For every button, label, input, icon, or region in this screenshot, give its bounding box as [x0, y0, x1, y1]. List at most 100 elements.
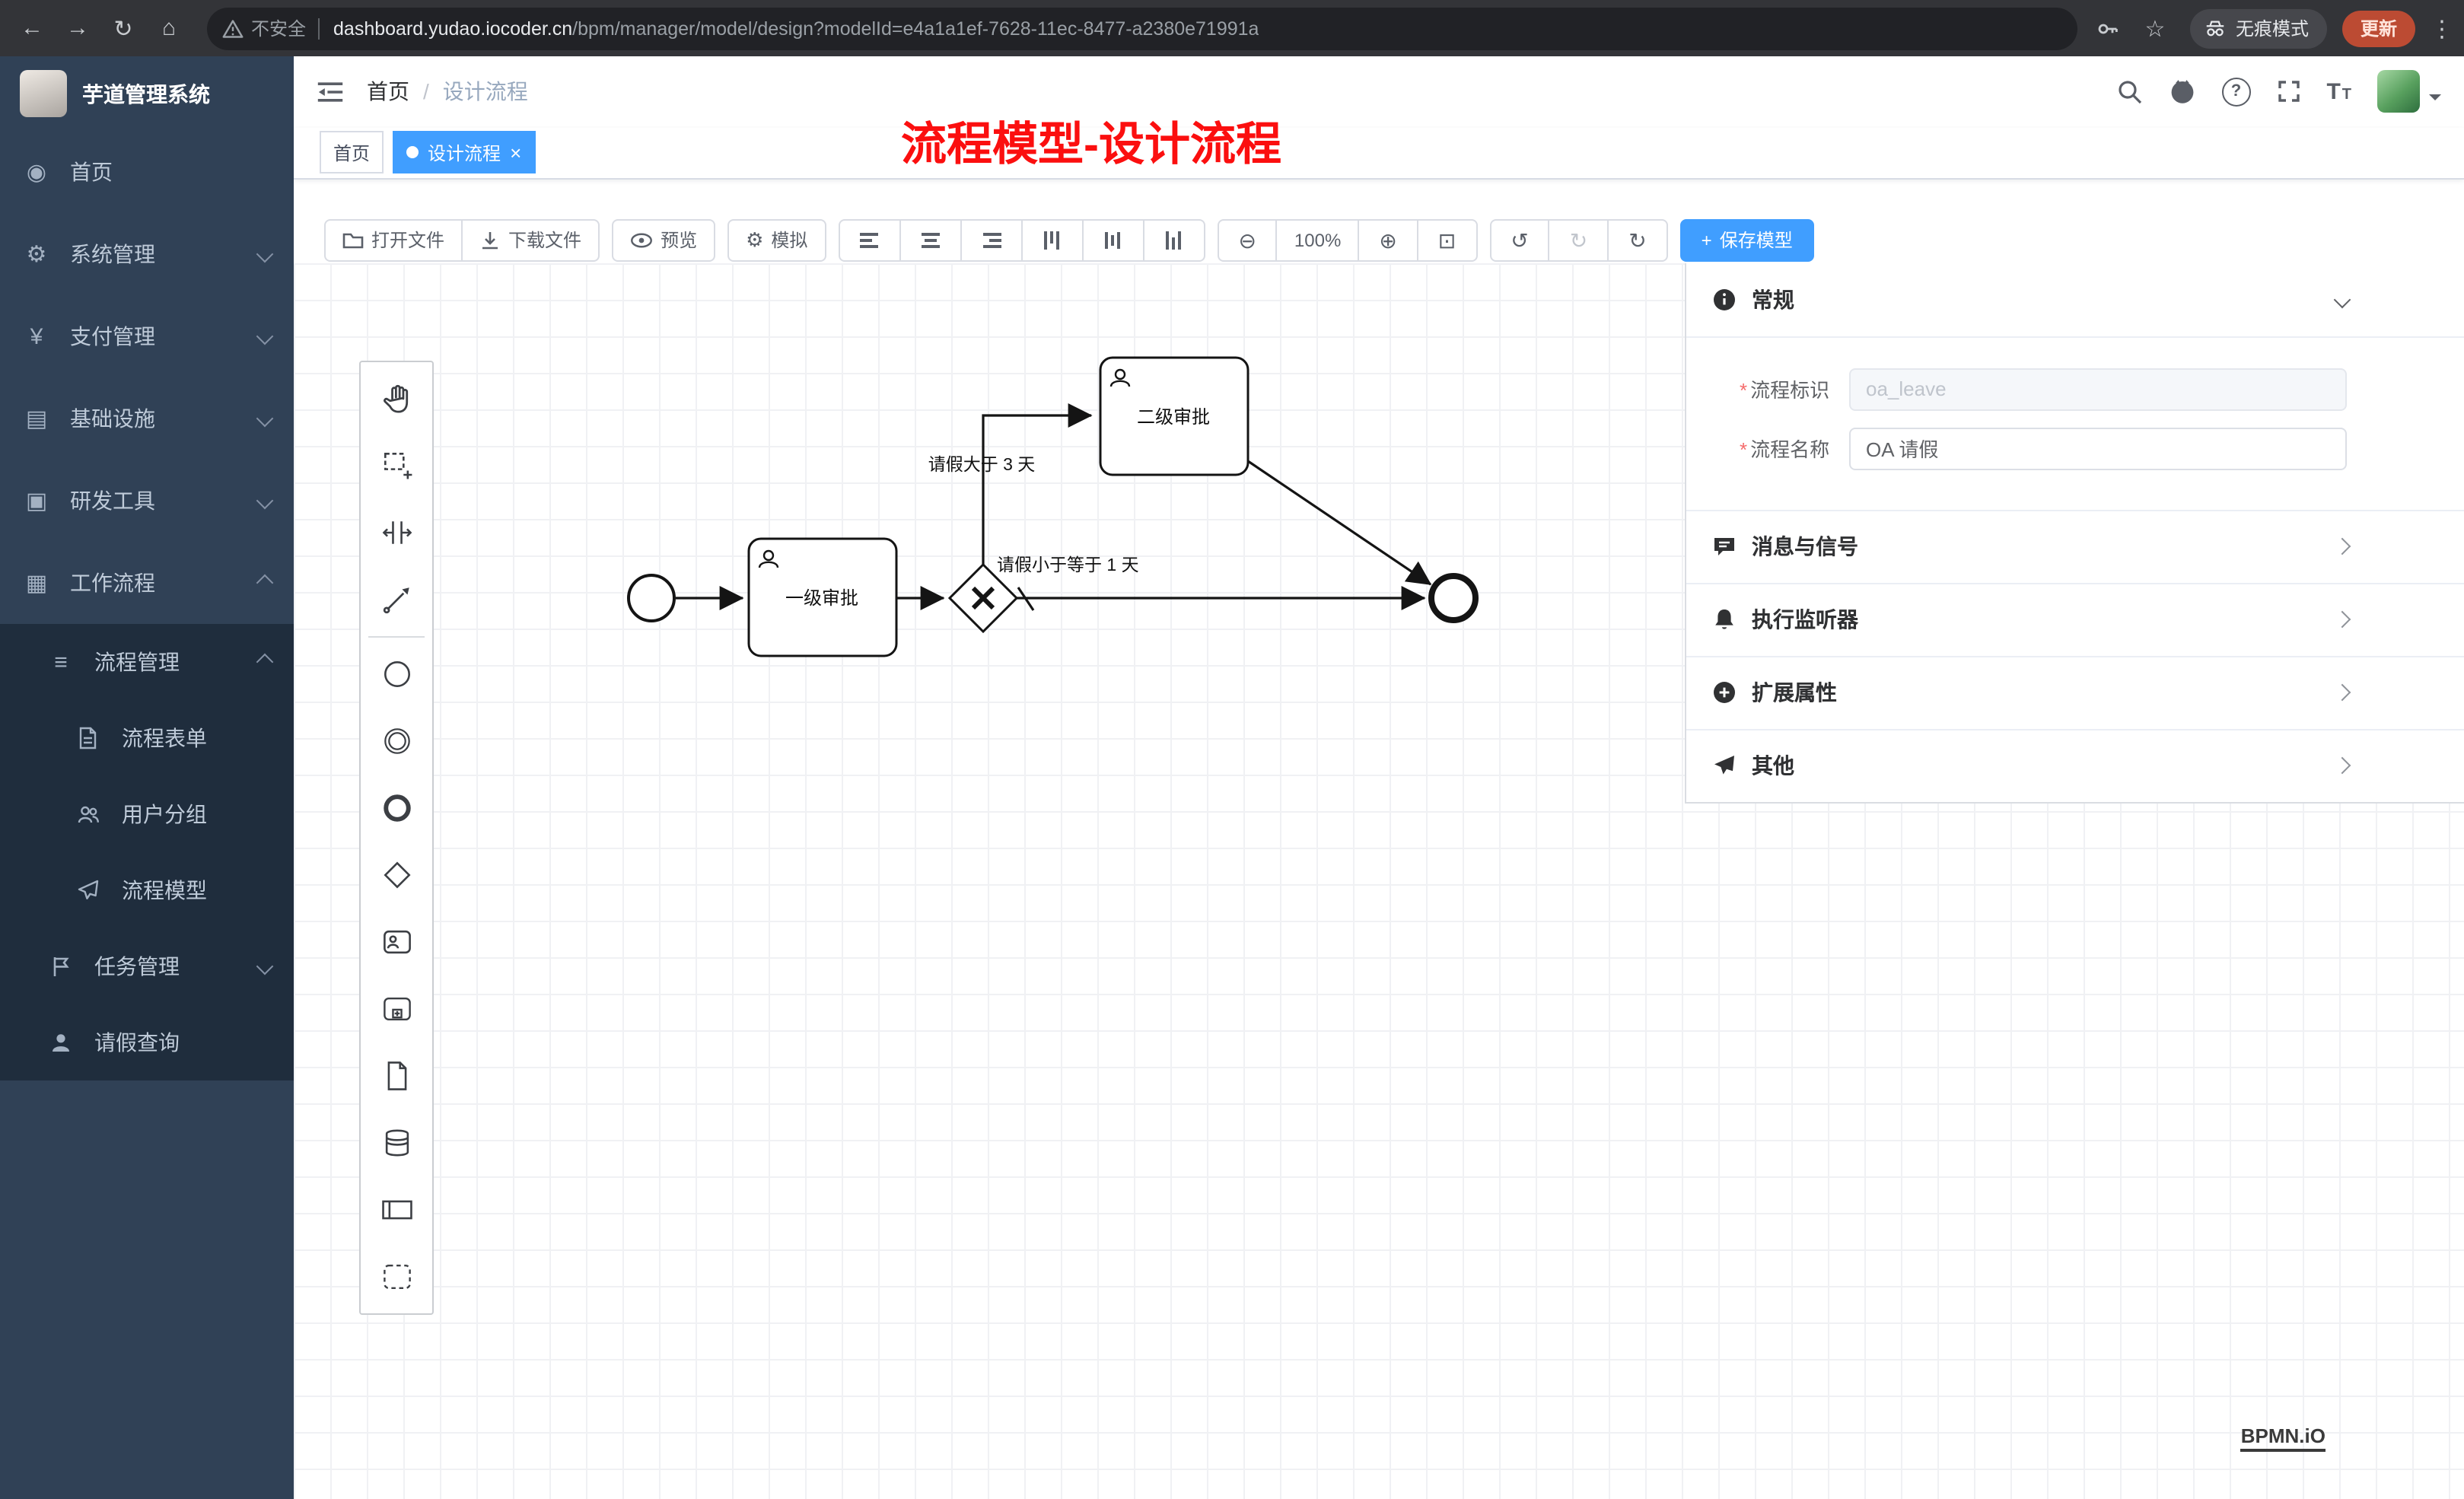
connect-icon: [382, 587, 409, 614]
sidebar-item-workflow[interactable]: ▦ 工作流程: [0, 542, 294, 624]
home-icon[interactable]: ⌂: [161, 15, 177, 41]
create-end-event[interactable]: [361, 775, 432, 842]
lasso-tool[interactable]: [361, 432, 432, 499]
create-subprocess[interactable]: [361, 975, 432, 1042]
zoom-in-button[interactable]: ⊕: [1358, 218, 1418, 262]
create-data-object[interactable]: [361, 1042, 432, 1109]
bpmn-io-logo[interactable]: BPMN.iO: [2240, 1424, 2326, 1452]
bpmn-task-level1-approve[interactable]: 一级审批: [747, 537, 898, 657]
bpmn-flow-gt-3days[interactable]: [982, 403, 1093, 565]
create-data-store[interactable]: [361, 1109, 432, 1176]
preview-button[interactable]: 预览: [612, 218, 716, 262]
bpmn-start-event[interactable]: [627, 573, 676, 622]
open-file-button[interactable]: 打开文件: [324, 218, 463, 262]
save-model-button[interactable]: + 保存模型: [1679, 218, 1814, 262]
align-top-button[interactable]: [1020, 218, 1084, 262]
process-key-input[interactable]: [1849, 368, 2347, 411]
sidebar-item-leave-query[interactable]: 请假查询: [0, 1004, 294, 1080]
bookmark-star-icon[interactable]: ☆: [2144, 16, 2166, 42]
forward-icon[interactable]: →: [66, 15, 89, 41]
redo-button[interactable]: ↻: [1548, 218, 1609, 262]
avatar[interactable]: [2377, 70, 2420, 113]
back-icon[interactable]: ←: [21, 15, 43, 41]
sidebar-item-process-model[interactable]: 流程模型: [0, 852, 294, 928]
simulate-button[interactable]: ⚙ 模拟: [727, 218, 826, 262]
designer-content: 打开文件 下载文件 预览 ⚙ 模拟: [294, 179, 2464, 1499]
align-middle-button[interactable]: [1081, 218, 1144, 262]
align-left-button[interactable]: [838, 218, 901, 262]
create-participant[interactable]: [361, 1176, 432, 1243]
palette-separator: [368, 635, 425, 638]
chevron-down-icon: [256, 245, 274, 263]
sidebar-item-label: 流程模型: [122, 878, 207, 902]
update-button[interactable]: 更新: [2341, 10, 2415, 46]
help-icon[interactable]: ?: [2221, 77, 2251, 107]
section-messages-signals[interactable]: 消息与信号: [1686, 509, 2464, 583]
tab-design-process[interactable]: 设计流程 ×: [393, 131, 536, 174]
download-file-button[interactable]: 下载文件: [461, 218, 600, 262]
align-bottom-button[interactable]: [1142, 218, 1205, 262]
breadcrumb-home[interactable]: 首页: [367, 79, 409, 104]
reload-icon[interactable]: ↻: [113, 16, 133, 42]
sidebar-item-home[interactable]: ◉ 首页: [0, 131, 294, 213]
sidebar-item-devtools[interactable]: ▣ 研发工具: [0, 460, 294, 542]
zoom-fit-button[interactable]: ⊡: [1416, 218, 1478, 262]
workflow-icon: ▦: [25, 570, 48, 596]
create-user-task[interactable]: [361, 909, 432, 975]
search-icon[interactable]: [2116, 79, 2142, 105]
bpmn-canvas[interactable]: 一级审批 请假大于 3 天: [294, 263, 2464, 1499]
annotation-title: 流程模型-设计流程: [901, 120, 1281, 170]
tab-home[interactable]: 首页: [320, 131, 384, 174]
bpmn-flow-task2-end[interactable]: [1247, 460, 1432, 586]
sidebar-item-process-mgmt[interactable]: ≡ 流程管理: [0, 624, 294, 700]
tab-label: 首页: [333, 142, 371, 164]
sidebar-item-label: 系统管理: [70, 242, 155, 266]
bpmn-end-event[interactable]: [1428, 572, 1479, 623]
section-other[interactable]: 其他: [1686, 728, 2464, 802]
sidebar-item-user-group[interactable]: 用户分组: [0, 776, 294, 852]
align-right-button[interactable]: [960, 218, 1023, 262]
sidebar-item-system[interactable]: ⚙ 系统管理: [0, 213, 294, 295]
process-name-input[interactable]: [1849, 427, 2347, 470]
avatar-caret-icon[interactable]: [2429, 94, 2441, 107]
key-icon[interactable]: [2096, 16, 2120, 40]
global-connect-tool[interactable]: [361, 566, 432, 633]
bpmn-task-level2-approve[interactable]: 二级审批: [1099, 356, 1250, 476]
bpmn-exclusive-gateway[interactable]: [947, 562, 1019, 633]
browser-menu-icon[interactable]: ⋮: [2431, 16, 2453, 42]
create-start-event[interactable]: [361, 641, 432, 708]
space-tool[interactable]: [361, 499, 432, 566]
zoom-out-button[interactable]: ⊖: [1217, 218, 1278, 262]
field-process-key: *流程标识: [1740, 368, 2347, 411]
restart-button[interactable]: ↻: [1607, 218, 1668, 262]
gateway-icon: [383, 861, 410, 889]
sidebar-item-process-form[interactable]: 流程表单: [0, 700, 294, 776]
url-bar[interactable]: 不安全 dashboard.yudao.iocoder.cn/bpm/manag…: [207, 7, 2077, 49]
fullscreen-icon[interactable]: [2276, 80, 2300, 104]
create-gateway[interactable]: [361, 842, 432, 909]
redo-icon: ↻: [1569, 228, 1588, 253]
hand-tool[interactable]: [361, 365, 432, 432]
app-logo[interactable]: 芋道管理系统: [0, 56, 294, 131]
sidebar-item-label: 基础设施: [70, 406, 155, 431]
zoom-level-label: 100%: [1294, 229, 1342, 251]
sidebar-item-payment[interactable]: ¥ 支付管理: [0, 295, 294, 377]
sidebar-item-label: 工作流程: [70, 571, 155, 595]
create-intermediate-event[interactable]: [361, 708, 432, 775]
browser-toolbar: ← → ↻ ⌂ 不安全 dashboard.yudao.iocoder.cn/b…: [0, 0, 2464, 56]
section-execution-listener[interactable]: 执行监听器: [1686, 582, 2464, 656]
undo-button[interactable]: ↺: [1489, 218, 1550, 262]
section-extended-attributes[interactable]: 扩展属性: [1686, 655, 2464, 729]
close-icon[interactable]: ×: [510, 141, 522, 164]
sidebar-item-label: 请假查询: [94, 1030, 180, 1055]
zoom-level[interactable]: 100%: [1275, 218, 1360, 262]
align-center-button[interactable]: [899, 218, 962, 262]
sidebar-item-task-mgmt[interactable]: 任务管理: [0, 928, 294, 1004]
collapse-sidebar-icon[interactable]: [317, 79, 344, 105]
section-general[interactable]: 常规: [1686, 263, 2464, 338]
breadcrumb: 首页 / 设计流程: [367, 77, 528, 107]
github-icon[interactable]: [2168, 78, 2195, 106]
sidebar-item-infra[interactable]: ▤ 基础设施: [0, 377, 294, 460]
create-group[interactable]: [361, 1243, 432, 1310]
